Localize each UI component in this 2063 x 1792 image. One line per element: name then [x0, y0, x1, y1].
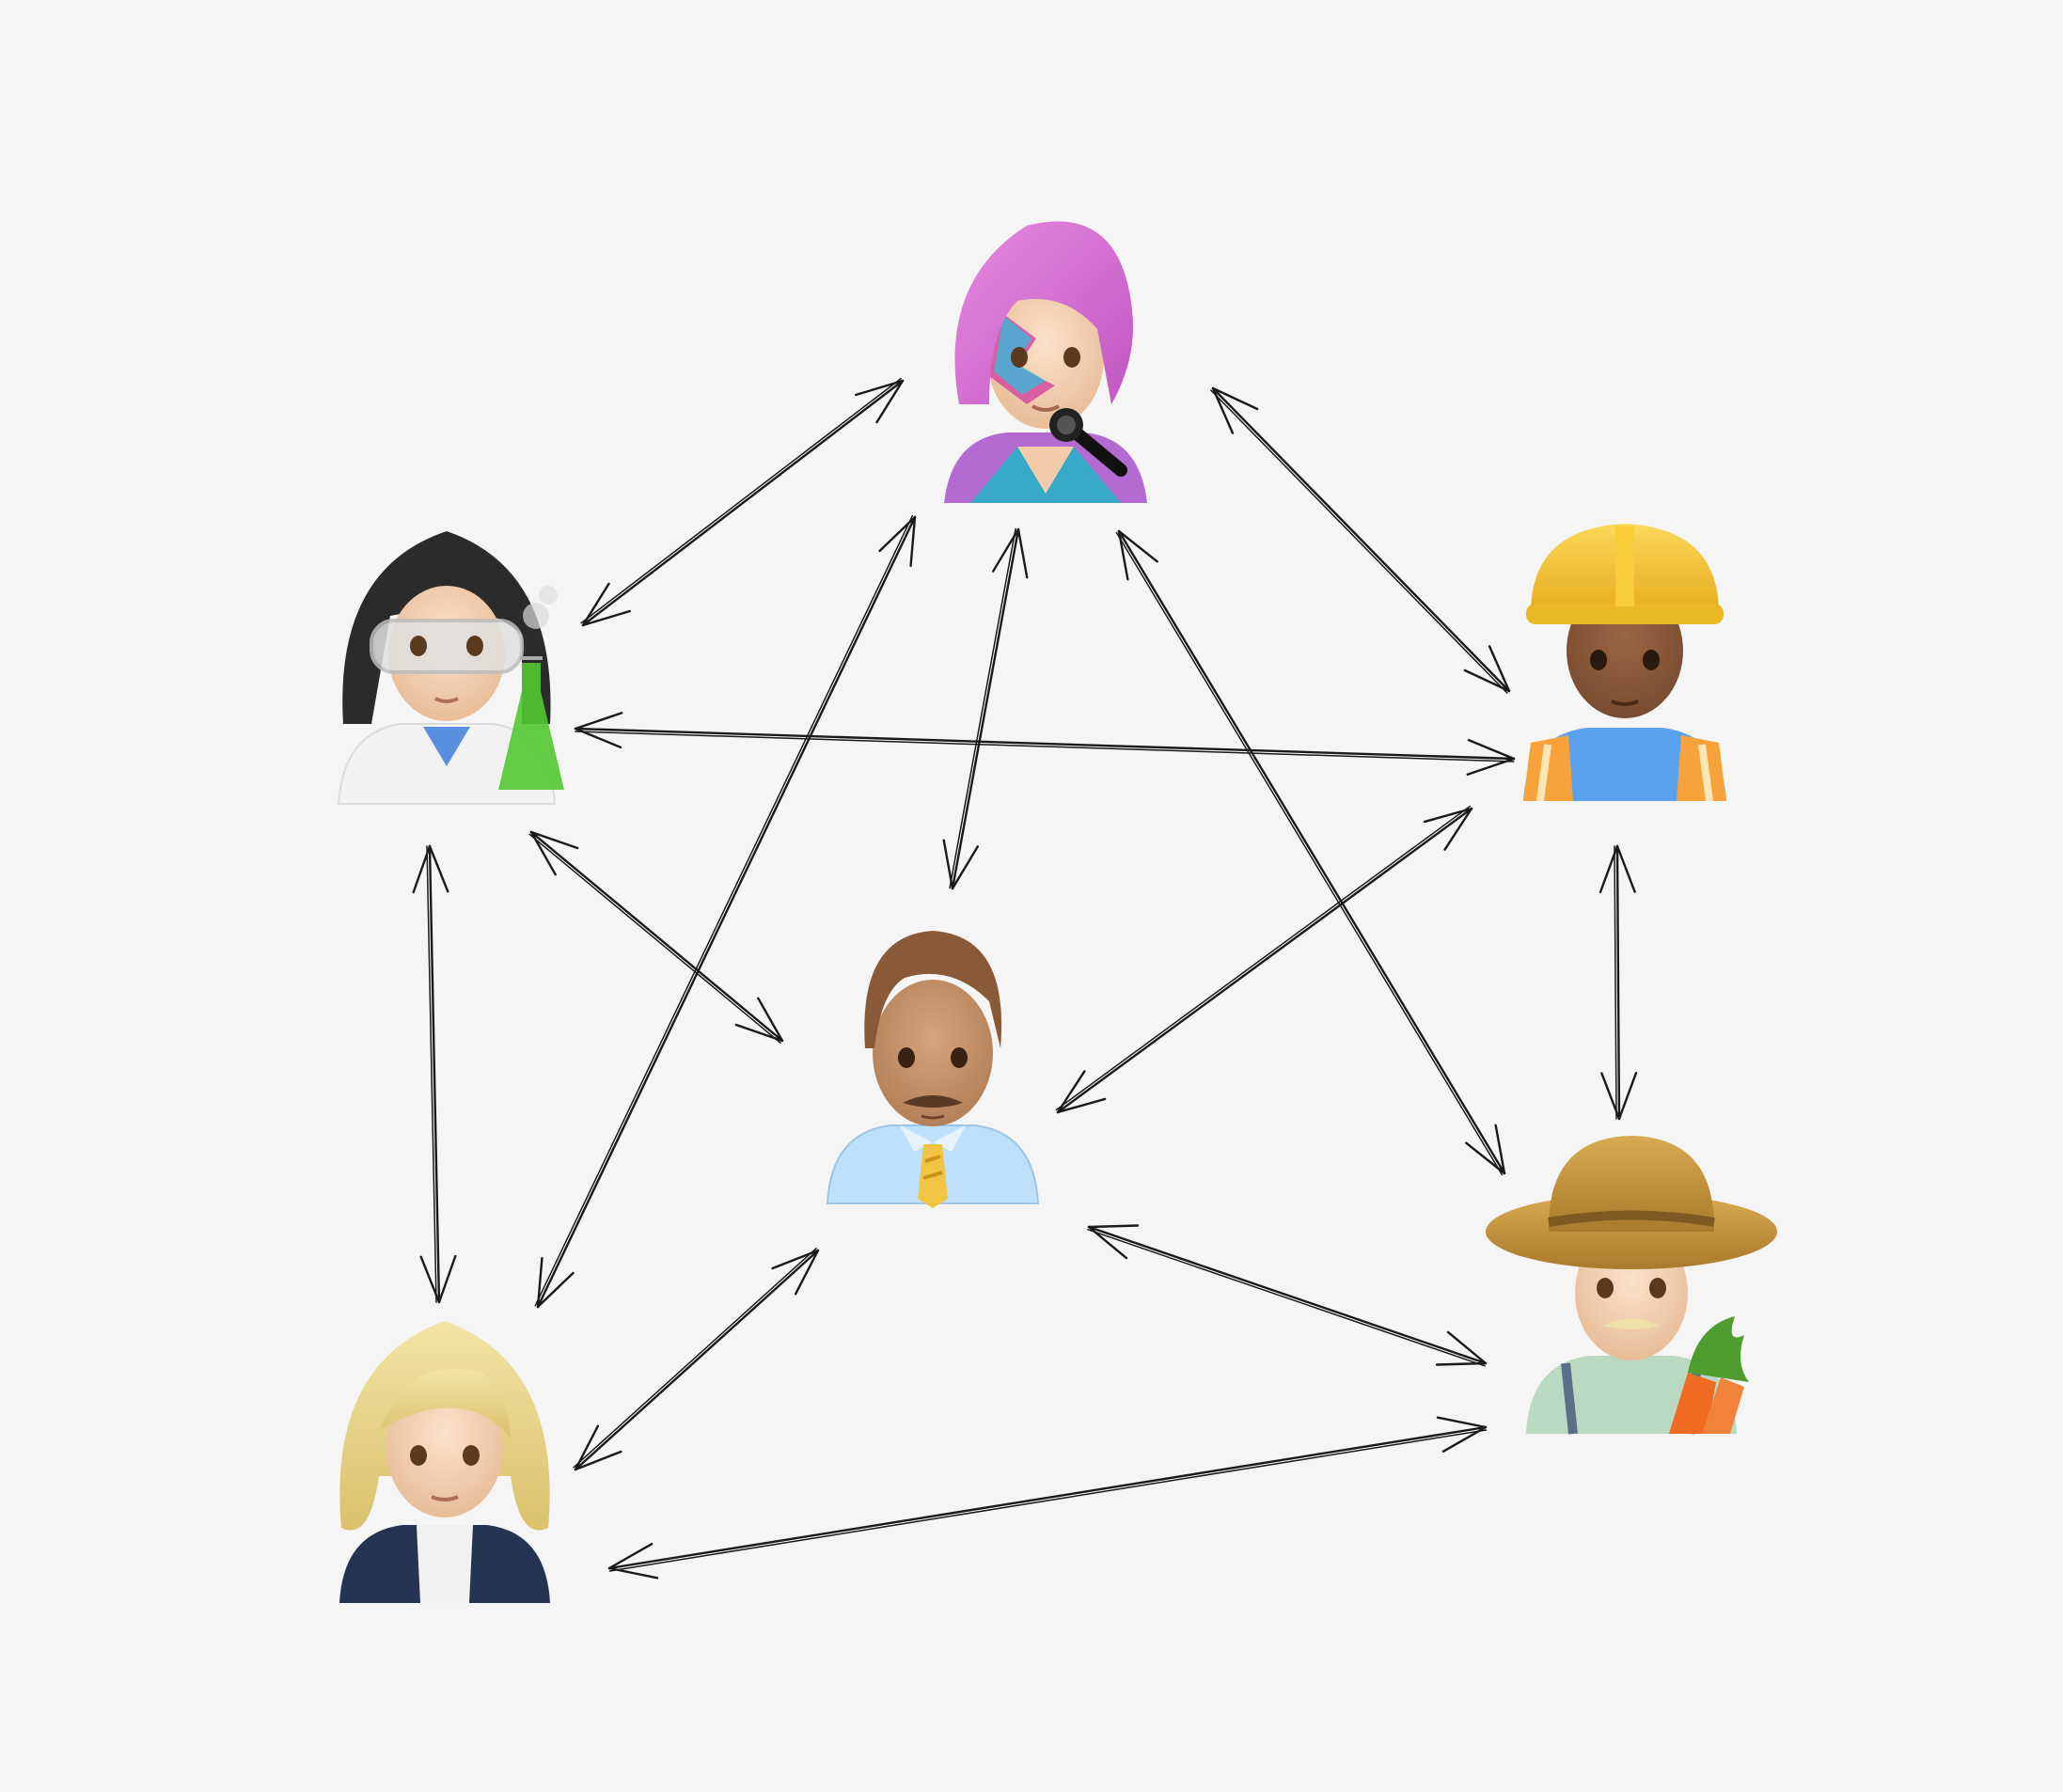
node-office-worker	[826, 931, 1040, 1208]
node-scientist	[337, 531, 564, 805]
node-singer	[944, 221, 1147, 503]
edge-singer-farmer	[1115, 529, 1506, 1176]
edge-singer-construction-worker	[1210, 386, 1511, 694]
farmer-icon	[1486, 1136, 1777, 1435]
edge-office-worker-businesswoman	[573, 1248, 820, 1471]
edge-construction-worker-office-worker	[1055, 805, 1473, 1114]
construction-worker-icon	[1523, 524, 1726, 802]
edge-scientist-businesswoman	[412, 844, 457, 1304]
scientist-person-icon	[337, 531, 564, 805]
edges-layer	[412, 377, 1638, 1580]
node-businesswoman	[339, 1321, 550, 1603]
node-construction-worker	[1523, 524, 1726, 802]
edge-singer-office-worker	[942, 527, 1029, 890]
edge-businesswoman-farmer	[607, 1416, 1488, 1580]
edge-scientist-construction-worker	[574, 712, 1516, 776]
edge-singer-scientist	[580, 377, 905, 627]
businesswoman-icon	[339, 1321, 550, 1603]
edge-scientist-office-worker	[528, 830, 784, 1045]
singer-person-icon	[944, 221, 1147, 503]
office-worker-icon	[826, 931, 1040, 1208]
node-farmer	[1486, 1136, 1777, 1435]
edge-office-worker-farmer	[1087, 1224, 1488, 1367]
edge-construction-worker-farmer	[1598, 844, 1638, 1121]
edge-singer-businesswoman	[534, 514, 917, 1309]
